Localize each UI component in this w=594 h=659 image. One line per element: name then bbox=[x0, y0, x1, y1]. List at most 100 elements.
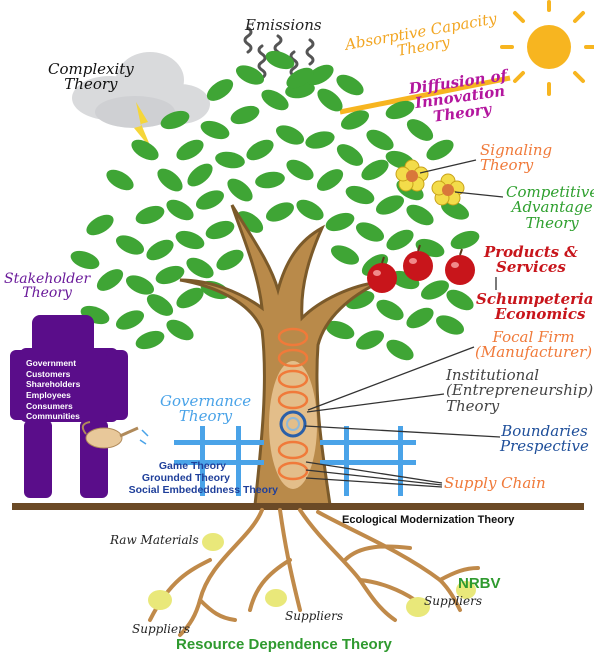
supply-chain-label: Supply Chain bbox=[444, 474, 546, 492]
leaf bbox=[366, 129, 394, 151]
leaf bbox=[286, 159, 314, 181]
lightning-icon bbox=[134, 102, 152, 150]
leaf bbox=[386, 229, 414, 251]
focal-firm-label: Focal Firm (Manufacturer) bbox=[475, 328, 593, 362]
leaf bbox=[296, 199, 324, 221]
leaf bbox=[440, 200, 470, 220]
leaf bbox=[325, 212, 355, 232]
flower-icon bbox=[395, 159, 465, 206]
stakeholder-list: Government Customers Shareholders Employ… bbox=[26, 358, 80, 422]
schumpeter-line1: Schumpeterian bbox=[476, 290, 594, 308]
leaf bbox=[205, 220, 235, 240]
institutional-theory-label: Institutional (Entrepreneurship) Theory bbox=[446, 366, 594, 415]
leaf bbox=[376, 299, 404, 321]
leaf bbox=[286, 67, 314, 89]
focal-line2: (Manufacturer) bbox=[475, 343, 593, 362]
watering-can-icon bbox=[81, 421, 149, 449]
leaf bbox=[176, 287, 204, 309]
competitive-line3: Theory bbox=[525, 213, 579, 232]
leaf bbox=[355, 330, 385, 350]
boundaries-perspective-label: Boundaries Prespective bbox=[500, 422, 589, 456]
leaf bbox=[261, 89, 289, 111]
schumpeter-line2: Economics bbox=[494, 305, 586, 324]
leaf bbox=[330, 245, 360, 265]
leaf bbox=[361, 159, 389, 181]
leaf bbox=[406, 307, 434, 329]
grounded-theory: Grounded Theory bbox=[141, 472, 230, 485]
leaf bbox=[235, 65, 265, 85]
leaf bbox=[155, 265, 185, 285]
schumpeterian-economics-label: Schumpeterian Economics bbox=[476, 290, 594, 324]
leaf bbox=[345, 185, 375, 205]
pointer-lines bbox=[304, 159, 504, 488]
products-services-label: Products & Services bbox=[484, 244, 578, 277]
signaling-line2: Theory bbox=[480, 156, 534, 175]
leaf bbox=[406, 119, 434, 141]
sun-icon bbox=[339, 0, 594, 115]
raw-materials-label: Raw Materials bbox=[110, 533, 199, 547]
leaf bbox=[230, 105, 260, 125]
governance-line1: Governance bbox=[160, 392, 252, 410]
leaf bbox=[406, 204, 434, 226]
leaf bbox=[227, 178, 253, 202]
leaf bbox=[115, 310, 145, 330]
focal-line1: Focal Firm bbox=[492, 328, 575, 346]
stakeholder-customers: Customers bbox=[26, 368, 71, 379]
leaf bbox=[135, 330, 165, 350]
governance-line2: Theory bbox=[178, 407, 233, 426]
leaf bbox=[200, 120, 230, 140]
products-line2: Services bbox=[496, 258, 566, 277]
leaf bbox=[236, 211, 264, 233]
resource-dependence-label: Resource Dependence Theory bbox=[176, 636, 392, 653]
signaling-theory-label: Signaling Theory bbox=[480, 142, 552, 175]
leaf bbox=[166, 319, 194, 341]
emissions-smoke-icon bbox=[243, 26, 315, 86]
leaf bbox=[195, 190, 225, 210]
leaf bbox=[96, 269, 124, 291]
competitive-line1: Competitive bbox=[506, 183, 594, 201]
boundaries-line2: Prespective bbox=[500, 437, 589, 456]
network-theories-label: Game Theory Grounded Theory Social Embed… bbox=[60, 460, 278, 496]
leaf bbox=[385, 100, 415, 120]
leaf bbox=[420, 280, 450, 300]
cloud-icon bbox=[72, 52, 210, 128]
leaf bbox=[166, 199, 194, 221]
game-theory: Game Theory bbox=[158, 460, 226, 472]
apple-icon bbox=[367, 244, 475, 293]
leaf bbox=[146, 294, 174, 316]
leaf bbox=[216, 249, 244, 271]
institutional-line1: Institutional bbox=[446, 366, 540, 384]
nrbv-label: NRBV bbox=[458, 575, 501, 592]
leaf bbox=[176, 139, 204, 161]
ecological-modernization-label: Ecological Modernization Theory bbox=[342, 514, 515, 526]
leaf bbox=[265, 50, 295, 70]
supply-chain-rings bbox=[277, 327, 309, 481]
leaf bbox=[446, 289, 474, 311]
leaf bbox=[340, 110, 370, 130]
nutrient-blobs bbox=[148, 533, 476, 617]
stakeholder-employees: Employees bbox=[26, 389, 71, 400]
boundaries-line1: Boundaries bbox=[501, 422, 588, 440]
ground-line bbox=[12, 503, 584, 510]
stakeholder-consumers: Consumers bbox=[26, 400, 73, 411]
institutional-line3: Theory bbox=[446, 396, 500, 415]
roots bbox=[148, 508, 480, 637]
leaf bbox=[125, 275, 155, 295]
tree-canopy bbox=[70, 50, 480, 361]
leaf bbox=[160, 110, 190, 130]
leaf bbox=[187, 163, 213, 187]
leaf bbox=[306, 64, 334, 86]
stakeholder-government: Government bbox=[26, 358, 77, 368]
leaf bbox=[336, 74, 364, 96]
institutional-line2: (Entrepreneurship) bbox=[446, 381, 594, 400]
complexity-line1: Complexity bbox=[48, 60, 134, 78]
leaf bbox=[336, 144, 364, 166]
leaf bbox=[86, 214, 114, 236]
stakeholder-shareholders: Shareholders bbox=[26, 379, 81, 390]
leaf bbox=[246, 139, 274, 161]
leaf bbox=[275, 125, 305, 145]
social-embeddedness-theory: Social Embededdness Theory bbox=[128, 484, 278, 497]
suppliers-label-middle: Suppliers bbox=[285, 609, 343, 623]
competitive-advantage-label: Competitive Advantage Theory bbox=[506, 183, 594, 232]
boundaries-circle bbox=[279, 410, 307, 438]
